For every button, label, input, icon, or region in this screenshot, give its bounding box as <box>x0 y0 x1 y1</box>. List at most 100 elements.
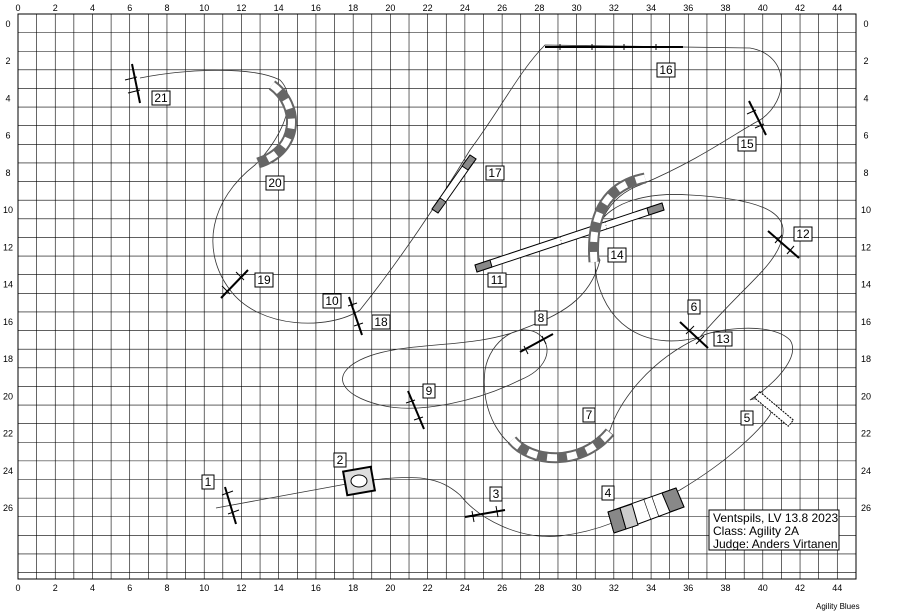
obstacle-label-box <box>151 90 171 106</box>
credit-text: Agility Blues <box>816 602 860 611</box>
right-tick-label: 22 <box>861 429 871 439</box>
obstacle-label-box <box>793 226 813 242</box>
right-tick-label: 18 <box>861 354 871 364</box>
obstacle-label-box <box>422 383 436 399</box>
bottom-tick-label: 18 <box>348 583 358 593</box>
grid <box>18 14 856 579</box>
obstacle-label-box <box>737 136 757 152</box>
jump-9 <box>405 390 425 430</box>
obstacle-label-box <box>656 62 676 78</box>
bottom-tick-label: 28 <box>534 583 544 593</box>
top-tick-label: 16 <box>311 3 321 13</box>
bottom-tick-label: 26 <box>497 583 507 593</box>
left-tick-label: 12 <box>3 242 13 252</box>
top-tick-label: 42 <box>795 3 805 13</box>
top-tick-label: 24 <box>460 3 470 13</box>
top-tick-label: 36 <box>683 3 693 13</box>
bottom-tick-label: 32 <box>609 583 619 593</box>
top-tick-label: 12 <box>236 3 246 13</box>
obstacle-number-4: 4 <box>605 486 612 500</box>
obstacle-number-18: 18 <box>374 315 388 329</box>
jump-15 <box>746 100 767 136</box>
obstacle-number-6: 6 <box>691 300 698 314</box>
obstacle-label-box <box>322 293 342 309</box>
map-frame <box>17 13 857 580</box>
left-tick-label: 26 <box>3 503 13 513</box>
right-tick-label: 26 <box>861 503 871 513</box>
top-tick-label: 0 <box>15 3 20 13</box>
bottom-tick-label: 2 <box>53 583 58 593</box>
obstacle-label-box <box>485 165 505 181</box>
info-box: Ventspils, LV 13.8 2023 Class: Agility 2… <box>708 509 840 551</box>
right-tick-label: 0 <box>863 19 868 29</box>
bottom-tick-label: 14 <box>274 583 284 593</box>
right-tick-label: 6 <box>863 131 868 141</box>
jump-8 <box>519 333 554 355</box>
right-tick-label: 14 <box>861 280 871 290</box>
jump-10-18 <box>347 296 364 336</box>
left-tick-label: 8 <box>5 168 10 178</box>
left-tick-label: 16 <box>3 317 13 327</box>
bottom-tick-label: 44 <box>832 583 842 593</box>
bottom-tick-label: 22 <box>423 583 433 593</box>
left-tick-label: 6 <box>5 131 10 141</box>
top-tick-label: 28 <box>534 3 544 13</box>
jump-1 <box>221 486 240 525</box>
info-judge: Judge: Anders Virtanen <box>713 537 838 551</box>
obstacle-label-box <box>333 452 347 468</box>
bottom-tick-label: 10 <box>199 583 209 593</box>
right-tick-label: 24 <box>861 466 871 476</box>
obstacle-label-box <box>713 331 733 347</box>
obstacle-number-15: 15 <box>740 137 754 151</box>
right-tick-label: 2 <box>863 56 868 66</box>
obstacle-number-17: 17 <box>488 166 502 180</box>
top-tick-label: 22 <box>423 3 433 13</box>
bottom-tick-label: 12 <box>236 583 246 593</box>
obstacle-label-box <box>687 299 701 315</box>
top-tick-label: 10 <box>199 3 209 13</box>
top-tick-label: 6 <box>127 3 132 13</box>
bottom-tick-label: 0 <box>15 583 20 593</box>
obstacle-label-box <box>582 407 596 423</box>
obstacle-label-box <box>489 486 503 502</box>
top-tick-label: 40 <box>758 3 768 13</box>
jump-6-13 <box>679 321 709 349</box>
top-tick-label: 14 <box>274 3 284 13</box>
tire-2 <box>341 465 377 497</box>
obstacle-label-box <box>607 247 627 263</box>
obstacle-number-14: 14 <box>610 248 624 262</box>
bottom-tick-label: 34 <box>646 583 656 593</box>
obstacle-number-11: 11 <box>491 273 504 287</box>
tunnel-4 <box>607 487 685 534</box>
bottom-tick-label: 16 <box>311 583 321 593</box>
right-tick-label: 8 <box>863 168 868 178</box>
top-tick-label: 8 <box>164 3 169 13</box>
bottom-tick-label: 36 <box>683 583 693 593</box>
bottom-tick-label: 42 <box>795 583 805 593</box>
obstacle-label-box <box>265 175 285 191</box>
top-tick-label: 38 <box>721 3 731 13</box>
jump-5 <box>753 391 795 427</box>
top-tick-label: 32 <box>609 3 619 13</box>
bottom-tick-label: 24 <box>460 583 470 593</box>
bottom-tick-label: 4 <box>90 583 95 593</box>
obstacle-number-19: 19 <box>257 273 271 287</box>
left-tick-label: 18 <box>3 354 13 364</box>
tunnel-7 <box>507 428 615 464</box>
top-tick-label: 20 <box>385 3 395 13</box>
obstacle-number-20: 20 <box>268 176 282 190</box>
top-tick-label: 30 <box>572 3 582 13</box>
top-tick-label: 34 <box>646 3 656 13</box>
jump-3 <box>464 505 506 523</box>
obstacle-label-box <box>487 272 507 288</box>
left-tick-label: 24 <box>3 466 13 476</box>
right-tick-label: 16 <box>861 317 871 327</box>
left-tick-label: 20 <box>3 391 13 401</box>
obstacle-number-12: 12 <box>796 227 810 241</box>
obstacle-label-box <box>534 310 548 326</box>
